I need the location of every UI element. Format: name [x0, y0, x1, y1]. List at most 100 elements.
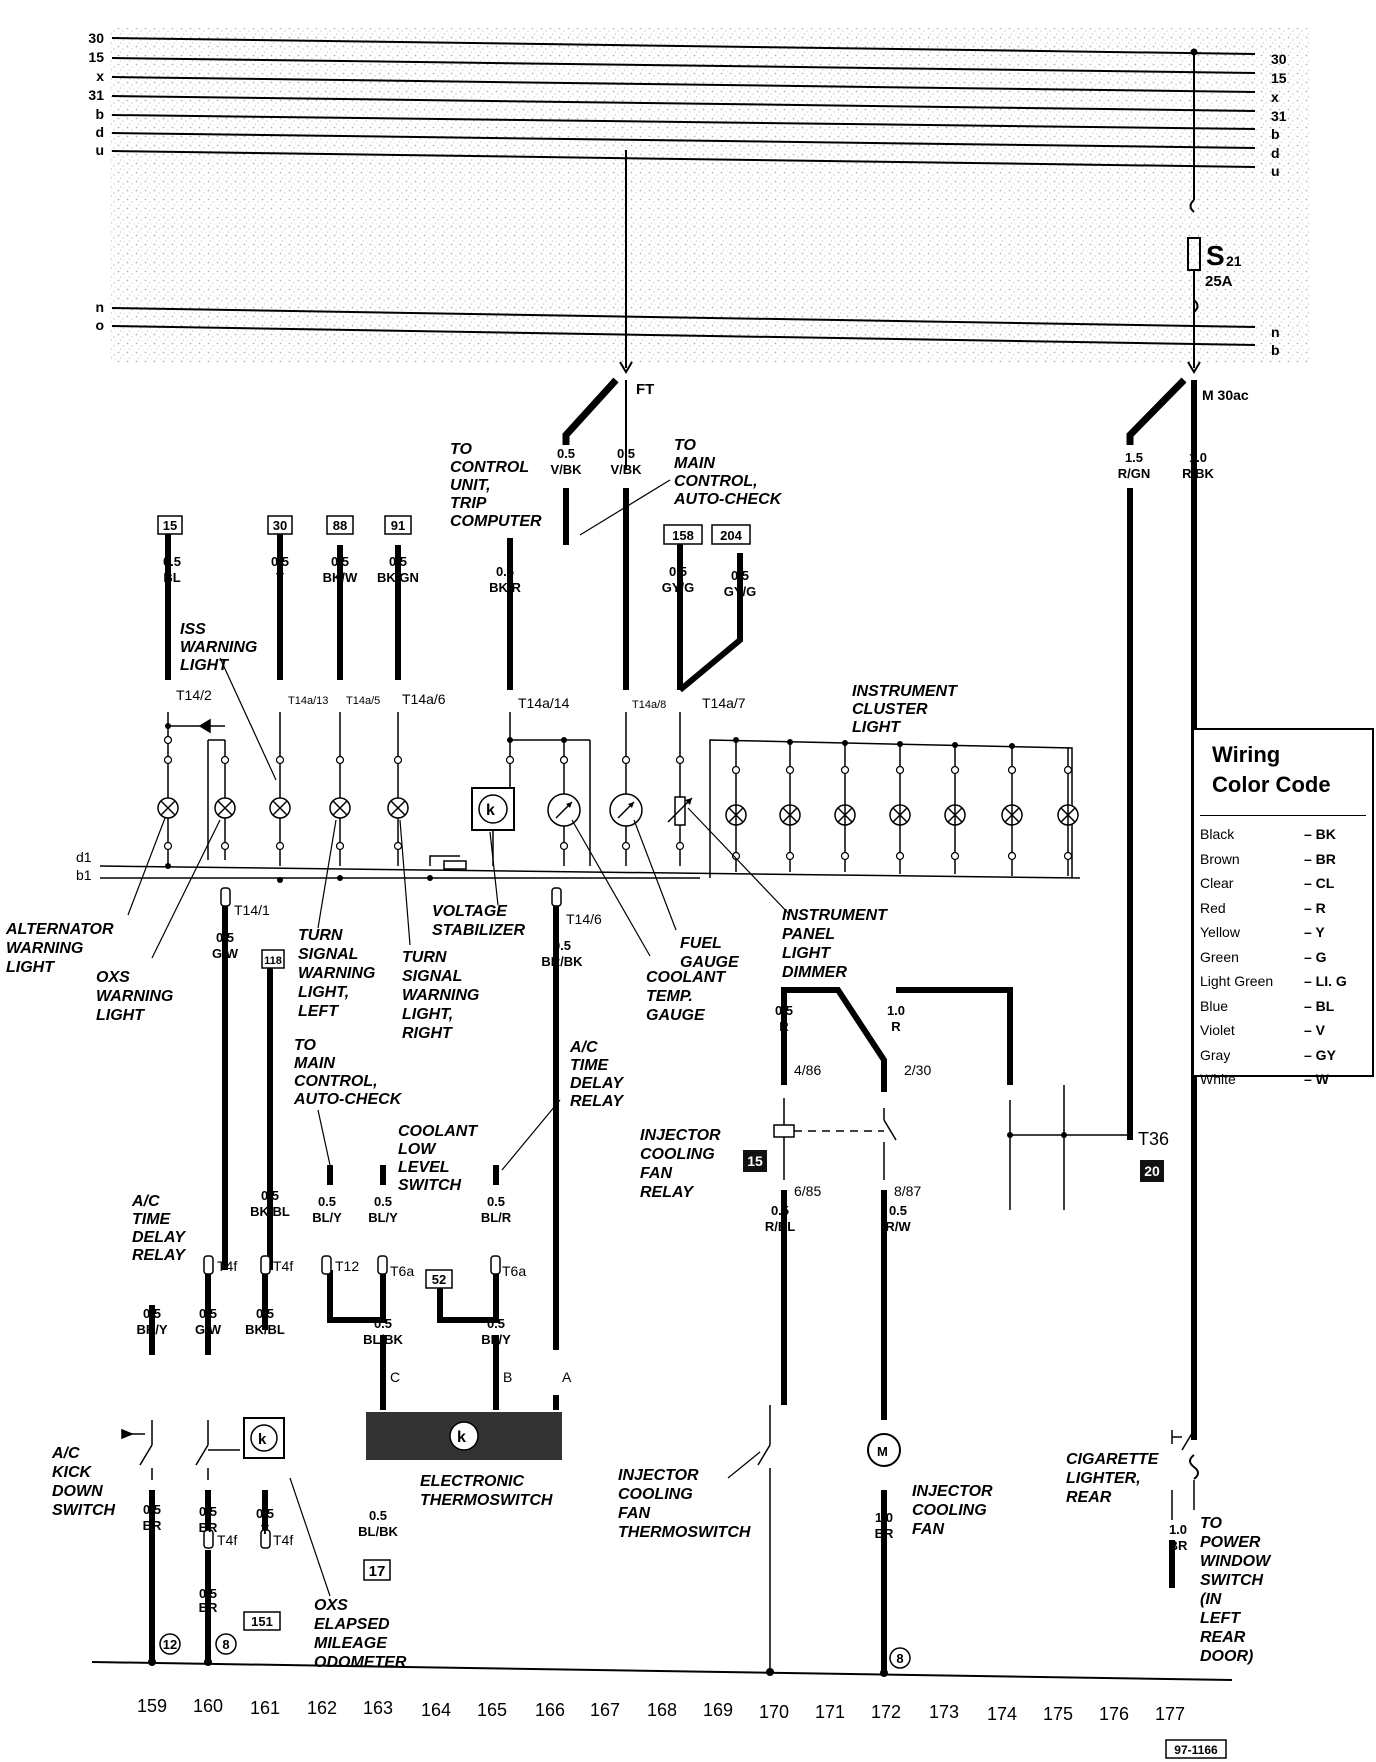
grid-number: 164	[421, 1700, 451, 1720]
conn-label: C	[390, 1369, 400, 1385]
legend-code: – Y	[1304, 924, 1325, 940]
turn-left-lamp	[329, 797, 351, 819]
conn-label: T4f	[273, 1532, 293, 1548]
label-cigarette-lighter: CIGARETTE LIGHTER, REAR	[1066, 1451, 1163, 1506]
wire-gauge: 0.5	[369, 1508, 387, 1523]
component-labels: TO CONTROL UNIT, TRIP COMPUTER TO MAIN C…	[5, 437, 1272, 1671]
boxed-ref: 158	[672, 528, 694, 543]
wire-color: BR	[875, 1526, 894, 1541]
legend-row: Blue– BL	[1200, 994, 1366, 1019]
bus-label-right: 15	[1271, 70, 1287, 86]
boxed-ref: 151	[251, 1614, 273, 1629]
label-ac-relay-left: A/C TIME DELAY RELAY	[131, 1193, 189, 1264]
label-fan-relay: INJECTOR COOLING FAN RELAY	[640, 1127, 725, 1201]
bus-label-left: d	[95, 124, 104, 140]
legend-title-line: Color Code	[1212, 772, 1331, 797]
connector-posts	[163, 735, 1073, 861]
wire-color: G/W	[195, 1322, 222, 1337]
fuse-rating: 25A	[1205, 273, 1233, 290]
bus-label-right: 31	[1271, 108, 1287, 124]
svg-text:k: k	[486, 802, 495, 819]
legend-row: Green– G	[1200, 945, 1366, 970]
grid-number: 168	[647, 1700, 677, 1720]
wire-gauge: 0.5	[496, 564, 514, 579]
legend-code: – CL	[1304, 875, 1335, 891]
legend-color: Gray	[1200, 1046, 1231, 1063]
grid-number: 169	[703, 1700, 733, 1720]
wire-gauge: 0.5	[374, 1194, 392, 1209]
legend-color: Light Green	[1200, 973, 1274, 989]
label-ac-kick: A/C KICK DOWN SWITCH	[51, 1445, 116, 1519]
upper-terminal-wires	[165, 488, 743, 693]
ground-m30ac-label: M 30ac	[1202, 387, 1249, 403]
wire-color: BL/BK	[363, 1332, 403, 1347]
conn-label: 8/87	[894, 1183, 921, 1199]
boxed-ref: 52	[432, 1272, 446, 1287]
legend-row: White– W	[1200, 1067, 1366, 1092]
wire-gauge: 1.5	[1125, 450, 1143, 465]
grid-number: 171	[815, 1702, 845, 1722]
conn-label: 2/30	[904, 1062, 931, 1078]
boxed-ref: 204	[720, 528, 742, 543]
wire-stubs	[327, 1165, 499, 1180]
conn-label: T4f	[273, 1258, 293, 1274]
grid-number: 166	[535, 1700, 565, 1720]
wire-color: V/BK	[550, 462, 582, 477]
wire-color: BR/BK	[541, 954, 583, 969]
oxs-lamp	[214, 797, 236, 819]
legend-row: Red – R	[1200, 896, 1366, 921]
wire-color: BL/R	[481, 1210, 512, 1225]
legend-color: Red	[1200, 899, 1226, 916]
grid-number: 172	[871, 1702, 901, 1722]
grid-number: 176	[1099, 1704, 1129, 1724]
conn-label: T14a/13	[288, 695, 328, 707]
grid-number: 173	[929, 1702, 959, 1722]
legend-code: – R	[1304, 899, 1326, 916]
boxed-ref: 30	[273, 518, 287, 533]
label-alternator-warning: ALTERNATOR WARNING LIGHT	[5, 921, 118, 976]
wire-color: BR	[199, 1600, 218, 1615]
wire-color: Y	[261, 1522, 270, 1537]
fuse-name: S	[1206, 240, 1225, 271]
grid-number: 170	[759, 1702, 789, 1722]
wire-gauge: 0.5	[553, 938, 571, 953]
legend-code: – BK	[1304, 826, 1336, 842]
wire-gauge: 0.5	[143, 1502, 161, 1517]
legend-rows: Black– BK Brown– BR Clear– CL Red– R Yel…	[1200, 815, 1366, 1092]
wire-gauge: 0.5	[771, 1203, 789, 1218]
boxed-ref: 88	[333, 518, 347, 533]
legend-row: Violet– V	[1200, 1018, 1366, 1043]
doc-id-box	[1165, 1739, 1227, 1759]
wire-gauge: 0.5	[143, 1306, 161, 1321]
conn-label: T4f	[217, 1258, 237, 1274]
wire-gauge: 1.0	[1169, 1522, 1187, 1537]
legend-color: Black	[1200, 826, 1235, 842]
leader-lines	[127, 479, 791, 1597]
grid-number: 161	[250, 1698, 280, 1718]
conn-label: T6a	[502, 1263, 526, 1279]
cigarette-lighter	[1171, 1405, 1199, 1510]
conn-label: T14a/6	[402, 691, 446, 707]
bus-label-right: 30	[1271, 51, 1287, 67]
wire-color: BL/Y	[481, 1332, 511, 1347]
fan-motor-m: M	[877, 1444, 888, 1459]
bus-label-left: u	[95, 142, 104, 158]
label-to-main-control-top: TO MAIN CONTROL, AUTO-CHECK	[673, 437, 783, 508]
bus-label-right: u	[1271, 163, 1280, 179]
legend-color: Green	[1200, 948, 1239, 965]
wire-color: GY/G	[662, 580, 695, 595]
legend-code: – GY	[1304, 1046, 1336, 1063]
fuel-gauge	[609, 793, 643, 827]
wire-color: BL	[163, 570, 180, 585]
boxed-ref-texts: 15 30 88 91 158 204 118 52 17 151	[163, 518, 743, 1629]
boxed-refs	[157, 515, 751, 1631]
label-instrument-cluster-light: INSTRUMENT CLUSTER LIGHT	[852, 683, 961, 736]
panel-dimmer	[667, 796, 693, 826]
wire-color: BR	[199, 1520, 218, 1535]
bus-label-left: n	[95, 299, 104, 315]
legend-code: – W	[1304, 1071, 1329, 1087]
doc-id: 97-1166	[1174, 1743, 1218, 1757]
wire-color: Y	[276, 570, 285, 585]
legend-code: – BR	[1304, 850, 1336, 867]
electronic-thermoswitch: k	[366, 1412, 562, 1460]
